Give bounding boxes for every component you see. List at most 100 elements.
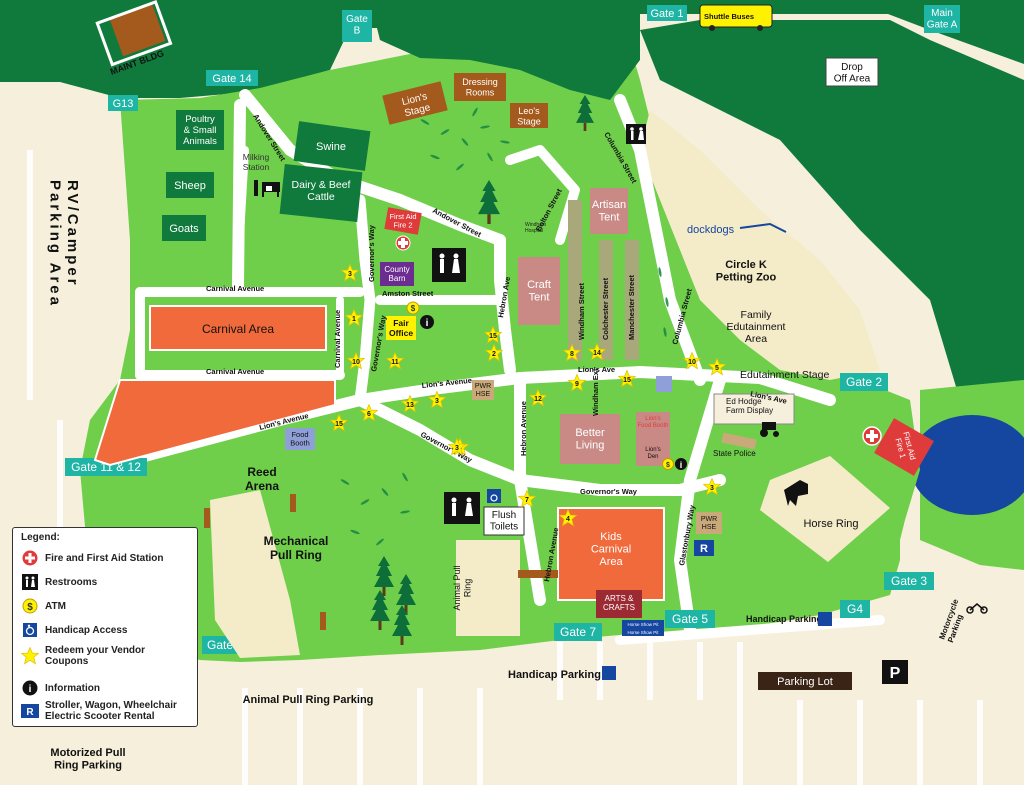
- first-aid-fire-1[interactable]: First AidFire 1: [862, 418, 934, 476]
- vendor-coupon-star: 12: [529, 389, 547, 407]
- wheelchair-icon: [602, 666, 616, 680]
- gate-g4[interactable]: G4: [840, 600, 870, 618]
- restroom-icon[interactable]: [432, 248, 466, 282]
- gate-g13[interactable]: G13: [108, 95, 138, 111]
- star-number: 10: [352, 359, 360, 366]
- street-governors-top: Governor's Way: [367, 224, 376, 282]
- handicap-parking-2[interactable]: Handicap Parking: [746, 612, 832, 626]
- info-icon[interactable]: i: [420, 315, 434, 329]
- vendor-coupon-star: 5: [708, 358, 726, 376]
- motorcycle-icon: [966, 603, 988, 614]
- legend-item: Fire and First Aid Station: [21, 549, 193, 567]
- horse-ring: Horse Ring: [803, 518, 858, 530]
- street-carnival-vert: Carnival Avenue: [333, 310, 342, 368]
- gate-11-12[interactable]: Gate 11 & 12: [65, 458, 147, 476]
- gate-1[interactable]: Gate 1: [647, 5, 687, 21]
- gate-2[interactable]: Gate 2: [840, 373, 888, 391]
- handicap-parking-1[interactable]: Handicap Parking: [508, 666, 616, 681]
- vendor-coupon-star: 10: [347, 352, 365, 370]
- atm-icon[interactable]: $: [406, 301, 420, 315]
- star-number: 11: [391, 359, 399, 366]
- info-icon[interactable]: i: [675, 458, 687, 470]
- vendor-coupon-star: 3: [448, 438, 466, 456]
- vendor-coupon-star: 1: [345, 309, 363, 327]
- legend-item: $ ATM: [21, 597, 193, 615]
- svg-text:Gate 3: Gate 3: [891, 574, 927, 588]
- svg-text:Gate 1: Gate 1: [650, 8, 683, 20]
- street-hebron-mid: Hebron Avenue: [519, 401, 528, 456]
- street-manchester: Manchester Street: [627, 274, 636, 340]
- vendor-coupon-star: 11: [386, 352, 404, 370]
- svg-text:Parking Lot: Parking Lot: [777, 676, 833, 688]
- gate-5[interactable]: Gate 5: [665, 610, 715, 628]
- svg-text:Handicap Parking: Handicap Parking: [508, 669, 601, 681]
- star-number: 3: [348, 271, 352, 278]
- star-number: 9: [575, 381, 579, 388]
- star-number: 15: [489, 333, 497, 340]
- street-lions-mid: Lion's Ave: [578, 365, 615, 374]
- svg-text:i: i: [680, 460, 683, 470]
- star-number: 14: [593, 350, 601, 357]
- carnival-area: Carnival Area: [202, 322, 274, 336]
- atm-dollar-icon: $: [21, 597, 39, 615]
- street-windham: Windham Street: [577, 282, 586, 340]
- wheelchair-icon: [21, 621, 39, 639]
- rental-icon: R: [21, 702, 39, 720]
- goats-barn: Goats: [169, 223, 199, 235]
- legend-item: i Information: [21, 679, 193, 697]
- atm-icon[interactable]: $: [662, 458, 674, 470]
- street-windham-ext: Windham Ext: [591, 368, 600, 416]
- gate-3[interactable]: Gate 3: [884, 572, 934, 590]
- star-number: 13: [406, 402, 414, 409]
- milking-post: [254, 180, 258, 196]
- legend-item: Restrooms: [21, 573, 193, 591]
- shuttle-buses-label: Shuttle Buses: [704, 12, 754, 21]
- vendor-coupon-stars: 1310111521336151238149151057433: [330, 264, 726, 527]
- svg-text:i: i: [29, 684, 32, 695]
- gate-7[interactable]: Gate 7: [554, 623, 602, 641]
- svg-text:R: R: [700, 543, 708, 555]
- star-number: 5: [715, 365, 719, 372]
- svg-text:$: $: [27, 602, 33, 613]
- star-number: 1: [352, 316, 356, 323]
- star-icon: [21, 647, 39, 665]
- rental-icon[interactable]: R: [694, 540, 714, 556]
- vendor-coupon-star: 8: [563, 344, 581, 362]
- wheelchair-icon: [818, 612, 832, 626]
- vendor-coupon-star: 6: [360, 404, 378, 422]
- parking-lot[interactable]: Parking Lot: [758, 672, 852, 690]
- star-number: 15: [623, 377, 631, 384]
- vendor-coupon-star: 4: [559, 509, 577, 527]
- vendor-coupon-star: 3: [428, 391, 446, 409]
- legend-title: Legend:: [21, 532, 60, 543]
- gate-14[interactable]: Gate 14: [206, 70, 258, 86]
- restroom-icon[interactable]: [626, 124, 646, 144]
- star-number: 4: [566, 516, 570, 523]
- vendor-coupon-star: 9: [568, 374, 586, 392]
- dockdogs-logo: dockdogs: [687, 224, 735, 236]
- tractor-icon: [760, 422, 779, 437]
- star-number: 3: [710, 485, 714, 492]
- star-number: 8: [570, 351, 574, 358]
- vendor-coupon-star: 15: [618, 370, 636, 388]
- horse-icon: [784, 480, 808, 506]
